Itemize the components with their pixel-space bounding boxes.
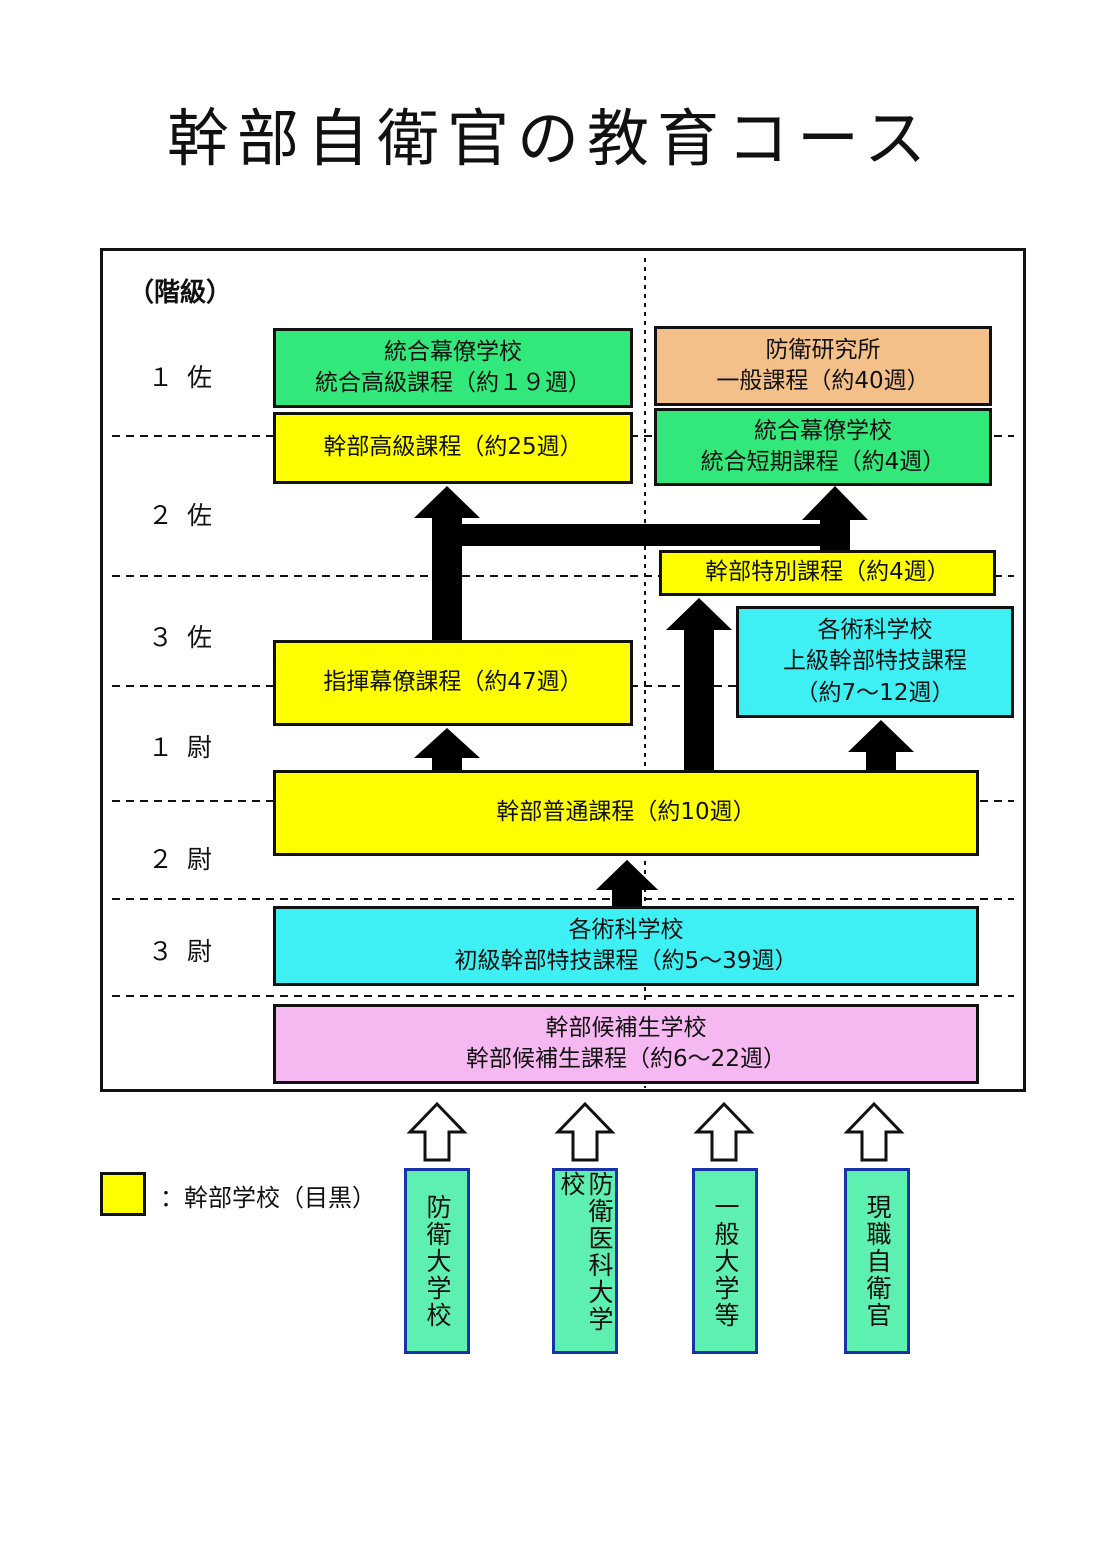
legend-swatch [100,1172,146,1216]
special-course-box: 幹部特別課程（約4週） [659,550,996,596]
senior-course: 幹部高級課程（約25週） [323,434,583,461]
arrow-basic-to-general [596,860,658,890]
entry-arrow-2 [554,1101,616,1162]
entry-nda: 防衛大学校 [404,1168,470,1354]
general-course: 幹部普通課程（約10週） [496,799,756,826]
entry-arrow-3 [693,1101,755,1162]
basic-tech-course: 初級幹部特技課程（約5～39週） [454,948,798,974]
entry-arrow-4 [843,1101,905,1162]
command-staff-course-box: 指揮幕僚課程（約47週） [273,640,633,726]
rank-1-colonel: １佐 [148,363,227,392]
general-course-box: 幹部普通課程（約10週） [273,770,979,856]
arrow-general-to-special [666,598,732,630]
joint-short-course: 統合短期課程（約4週） [700,449,946,475]
nids-course: 一般課程（約40週） [716,368,930,394]
rank-3-colonel: ３佐 [148,623,227,652]
nids-course-box: 防衛研究所 一般課程（約40週） [654,326,992,406]
entry-active-sdf: 現職自衛官 [844,1168,910,1354]
advanced-tech-school: 各術科学校 [817,617,933,644]
arrow-general-to-advanced [848,720,914,752]
joint-senior-course: 統合高級課程（約１９週） [315,370,591,396]
entry-arrow-1 [406,1101,468,1162]
joint-senior-course-box: 統合幕僚学校 統合高級課程（約１９週） [273,328,633,408]
diagram-frame [100,248,1026,1092]
basic-tech-course-box: 各術科学校 初級幹部特技課程（約5～39週） [273,906,979,986]
arrow-special-to-joint-short [802,486,868,520]
candidate-course: 幹部候補生課程（約6～22週） [466,1046,786,1072]
candidate-school: 幹部候補生学校 [545,1014,707,1041]
advanced-tech-course: 上級幹部特技課程 [783,648,967,675]
arrow-general-to-command [414,728,480,758]
rank-1-lieutenant: １尉 [148,733,227,762]
rank-2-lieutenant: ２尉 [148,845,227,874]
rank-2-colonel: ２佐 [148,501,227,530]
command-staff-course: 指揮幕僚課程（約47週） [323,669,583,696]
rank-3-lieutenant: ３尉 [148,937,227,966]
senior-course-box: 幹部高級課程（約25週） [273,412,633,484]
page-title: 幹部自衛官の教育コース [167,102,934,175]
joint-senior-school: 統合幕僚学校 [384,338,522,365]
entry-ndmc: 防衛医科大学校 [552,1168,618,1354]
nids-name: 防衛研究所 [765,336,881,363]
rank-header: （階級） [128,278,233,308]
joint-short-course-box: 統合幕僚学校 統合短期課程（約4週） [654,408,992,486]
basic-tech-school: 各術科学校 [568,916,684,943]
joint-short-school: 統合幕僚学校 [754,417,892,444]
advanced-tech-course-box: 各術科学校 上級幹部特技課程 （約7～12週） [736,606,1014,718]
advanced-tech-duration: （約7～12週） [795,679,955,706]
special-course: 幹部特別課程（約4週） [705,559,950,586]
candidate-course-box: 幹部候補生学校 幹部候補生課程（約6～22週） [273,1004,979,1084]
legend-label: ：幹部学校（目黒） [160,1184,376,1212]
entry-general-university: 一般大学等 [692,1168,758,1354]
arrow-command-to-senior [414,486,480,518]
